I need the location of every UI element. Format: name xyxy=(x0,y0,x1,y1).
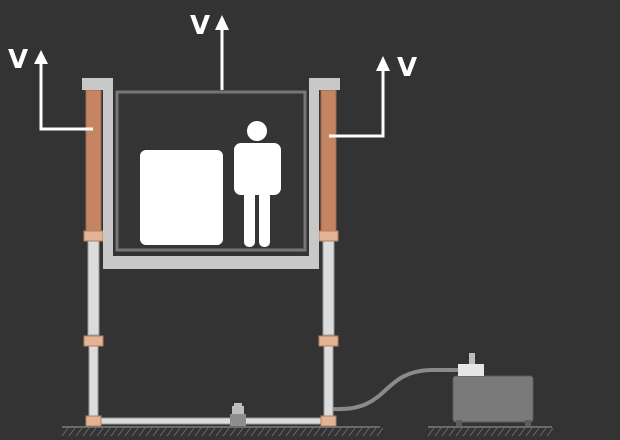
ground-hatch-line xyxy=(82,427,90,437)
velocity-label-right: V xyxy=(397,53,417,83)
velocity-label-left: V xyxy=(8,45,28,75)
ground-hatch-line xyxy=(306,427,314,437)
ground-hatch-line xyxy=(180,427,188,437)
ground-hatch-line xyxy=(320,427,328,437)
ground-hatch-line xyxy=(539,427,547,437)
ground-hatch-line xyxy=(504,427,512,437)
ground-hatch-line xyxy=(299,427,307,437)
ground-hatch-line xyxy=(243,427,251,437)
ground-hatch-line xyxy=(348,427,356,437)
hydraulic-line-bottom xyxy=(94,417,334,425)
ground-hatch-line xyxy=(222,427,230,437)
velocity-label-center: V xyxy=(190,11,210,41)
ground-hatch-line xyxy=(292,427,300,437)
ground-hatch-line xyxy=(271,427,279,437)
ground-left xyxy=(61,426,384,437)
ground-hatch-line xyxy=(75,427,83,437)
ground-hatch-line xyxy=(131,427,139,437)
ground-hatch-line xyxy=(441,427,449,437)
ground-hatch-line xyxy=(187,427,195,437)
ground-hatch-line xyxy=(68,427,76,437)
ground-hatch-line xyxy=(250,427,258,437)
velocity-arrow-center xyxy=(215,15,229,90)
ground-hatch-line xyxy=(138,427,146,437)
ground-hatch-line xyxy=(483,427,491,437)
ground-hatch-line xyxy=(376,427,384,437)
ground-hatch-line xyxy=(355,427,363,437)
ground-hatch-line xyxy=(362,427,370,437)
ground-hatch-line xyxy=(194,427,202,437)
ground-hatch-line xyxy=(455,427,463,437)
ground-hatch-line xyxy=(462,427,470,437)
ground-hatch-line xyxy=(476,427,484,437)
ground-hatch-line xyxy=(369,427,377,437)
ground-hatch-line xyxy=(313,427,321,437)
ground-hatch-line xyxy=(208,427,216,437)
hydraulic-pump-icon xyxy=(452,353,534,426)
ground-hatch-line xyxy=(341,427,349,437)
lift-platform-frame xyxy=(103,78,319,269)
ground-hatch-line xyxy=(236,427,244,437)
ground-hatch-line xyxy=(110,427,118,437)
ground-hatch-line xyxy=(145,427,153,437)
ground-hatch-line xyxy=(334,427,342,437)
velocity-arrow-left xyxy=(34,50,93,131)
ground-hatch-line xyxy=(434,427,442,437)
ground-hatch-line xyxy=(215,427,223,437)
ground-hatch-line xyxy=(257,427,265,437)
ground-hatch-line xyxy=(546,427,554,437)
ground-hatch-line xyxy=(103,427,111,437)
ground-hatch-line xyxy=(278,427,286,437)
ground-hatch-line xyxy=(173,427,181,437)
left-hydraulic-cylinder xyxy=(83,89,104,427)
cargo-box-icon xyxy=(140,150,223,245)
ground-hatch-line xyxy=(497,427,505,437)
ground-right xyxy=(427,426,554,437)
ground-hatch-line xyxy=(96,427,104,437)
ground-hatch-line xyxy=(264,427,272,437)
ground-hatch-line xyxy=(152,427,160,437)
person-icon xyxy=(234,121,281,247)
ground-hatch-line xyxy=(427,427,435,437)
ground-hatch-line xyxy=(89,427,97,437)
ground-hatch-line xyxy=(285,427,293,437)
valve-icon xyxy=(230,403,246,426)
ground-hatch-line xyxy=(159,427,167,437)
ground-hatch-line xyxy=(61,427,69,437)
ground-hatch-line xyxy=(448,427,456,437)
ground-hatch-line xyxy=(490,427,498,437)
ground-hatch-line xyxy=(469,427,477,437)
velocity-arrow-right xyxy=(329,56,390,138)
right-hydraulic-cylinder xyxy=(318,89,339,427)
ground-hatch-line xyxy=(166,427,174,437)
ground-hatch-line xyxy=(525,427,533,437)
ground-hatch-line xyxy=(532,427,540,437)
ground-hatch-line xyxy=(511,427,519,437)
hydraulic-hose xyxy=(332,368,462,412)
ground-hatch-line xyxy=(117,427,125,437)
ground-hatch-line xyxy=(201,427,209,437)
ground-hatch-line xyxy=(518,427,526,437)
ground-hatch-line xyxy=(327,427,335,437)
ground-hatch-line xyxy=(229,427,237,437)
ground-hatch-line xyxy=(124,427,132,437)
